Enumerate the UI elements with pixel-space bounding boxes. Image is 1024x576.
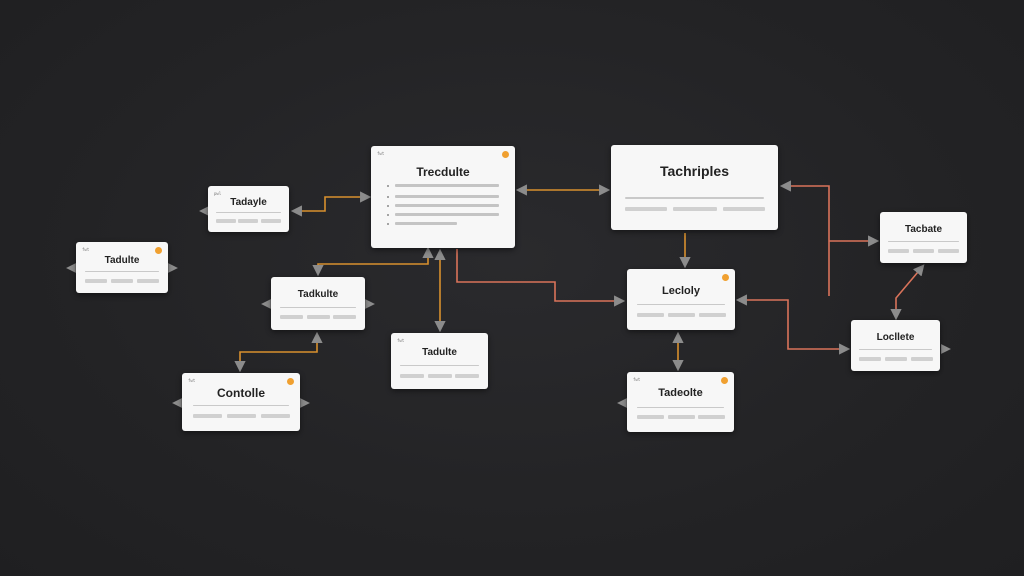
divider (85, 271, 159, 272)
node-bottom-right-center[interactable]: fwt Tadeolte (627, 372, 734, 432)
node-mid-left[interactable]: Tadkulte (271, 277, 365, 330)
node-right-top[interactable]: Tacbate (880, 212, 967, 263)
connector-main-centerright[interactable] (456, 249, 626, 307)
bullet-icon (387, 185, 389, 187)
field-chip (111, 279, 133, 283)
node-right-bottom[interactable]: Locllete (851, 320, 940, 371)
node-far-left[interactable]: fwt Tadulte (76, 242, 168, 293)
field-chip (216, 219, 236, 223)
node-center-right[interactable]: Lecloly (627, 269, 735, 330)
node-tag: fwt (188, 378, 196, 383)
status-dot-icon (502, 151, 509, 158)
content-line (395, 184, 499, 187)
field-chip (859, 357, 881, 361)
status-dot-icon (722, 274, 729, 281)
field-chip (307, 315, 330, 319)
field-chip (428, 374, 452, 378)
field-chip (885, 357, 907, 361)
field-chip (85, 279, 107, 283)
node-title: Tadkulte (297, 289, 339, 300)
divider (637, 407, 724, 408)
connector-righttop-rightbottom[interactable] (890, 264, 925, 321)
field-chip (238, 219, 258, 223)
field-chip (280, 315, 303, 319)
divider (400, 365, 479, 366)
field-chip (913, 249, 934, 253)
status-dot-icon (155, 247, 162, 254)
divider (888, 241, 959, 242)
content-line (395, 195, 499, 198)
connector-midleft-bottomleft[interactable] (234, 331, 323, 373)
connector-righttop-primary[interactable] (779, 180, 830, 296)
connector-main-midleft[interactable] (312, 246, 434, 277)
bullet-icon (387, 205, 389, 207)
node-title: Locllete (876, 332, 915, 343)
divider (216, 212, 281, 213)
field-chip (400, 374, 424, 378)
node-title: Lecloly (662, 285, 700, 297)
node-title: Tachriples (660, 163, 729, 179)
field-chip (637, 415, 664, 419)
node-title: Tadeolte (658, 387, 703, 399)
node-title: Trecdulte (416, 165, 470, 179)
divider (637, 304, 725, 305)
field-chip (698, 415, 725, 419)
node-primary-right[interactable]: Tachriples (611, 145, 778, 230)
field-chip (333, 315, 356, 319)
field-chip (455, 374, 479, 378)
bullet-icon (387, 196, 389, 198)
connector-topleft-main[interactable] (290, 191, 372, 217)
content-line (395, 204, 499, 207)
field-chip (227, 414, 256, 418)
status-dot-icon (287, 378, 294, 385)
bullet-icon (387, 214, 389, 216)
node-tag: fwt (82, 247, 90, 252)
node-tag: pwl (214, 191, 222, 196)
node-title: Tadulte (422, 347, 457, 358)
status-dot-icon (721, 377, 728, 384)
field-chip (668, 415, 695, 419)
node-title: Tacbate (904, 224, 943, 235)
divider (625, 197, 764, 199)
divider (859, 349, 932, 350)
node-main[interactable]: fwt Trecdulte (371, 146, 515, 248)
divider (193, 405, 289, 406)
field-chip (261, 219, 281, 223)
content-line (395, 222, 457, 225)
field-chip (723, 207, 765, 211)
node-title: Contolle (217, 386, 265, 400)
node-tag: fwt (633, 377, 641, 382)
field-chip (938, 249, 959, 253)
bullet-icon (387, 223, 389, 225)
field-chip (625, 207, 667, 211)
field-chip (193, 414, 222, 418)
node-bottom-left[interactable]: fwt Contolle (182, 373, 300, 431)
field-chip (911, 357, 933, 361)
node-tag: fwt (377, 151, 385, 156)
connector-rightbottom-centerright[interactable] (735, 294, 851, 355)
node-title: Tadayle (230, 197, 267, 208)
node-center-bottom[interactable]: fwt Tadulte (391, 333, 488, 389)
node-tag: fwt (397, 338, 405, 343)
content-line (395, 213, 499, 216)
field-chip (137, 279, 159, 283)
node-title: Tadulte (104, 255, 140, 266)
field-chip (699, 313, 726, 317)
field-chip (673, 207, 717, 211)
field-chip (888, 249, 909, 253)
node-top-left[interactable]: pwl Tadayle (208, 186, 289, 232)
divider (280, 307, 356, 308)
field-chip (637, 313, 664, 317)
field-chip (261, 414, 290, 418)
field-chip (668, 313, 695, 317)
